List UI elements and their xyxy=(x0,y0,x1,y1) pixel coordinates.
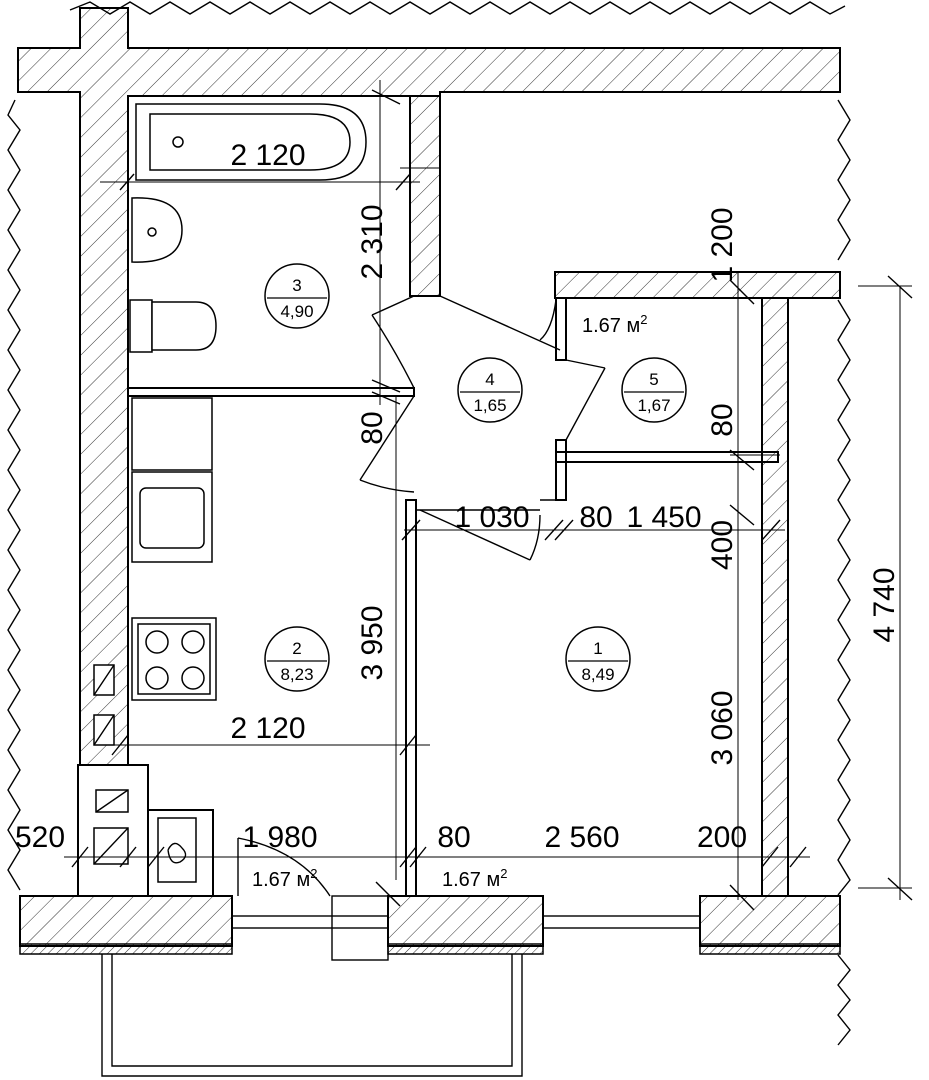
dimension-lines xyxy=(64,80,913,911)
windows-and-balcony xyxy=(101,895,701,1077)
dim-left-520: 520 xyxy=(15,821,65,854)
room-area: 1,65 xyxy=(473,396,506,415)
room-number: 4 xyxy=(485,370,494,389)
dim-door-1030: 1 030 xyxy=(454,501,529,534)
partitions xyxy=(77,297,779,897)
room-number: 1 xyxy=(593,639,602,658)
kitchen-area-label: 1.67 м2 xyxy=(252,866,317,891)
room-area: 4,90 xyxy=(280,302,313,321)
room-number: 5 xyxy=(649,370,658,389)
room-marker-5: 5 1,67 xyxy=(621,357,687,423)
room-marker-3: 3 4,90 xyxy=(264,263,330,329)
dim-closet-400: 400 xyxy=(706,520,739,570)
dim-wall-80-d: 80 xyxy=(437,821,470,854)
room-marker-2: 2 8,23 xyxy=(264,626,330,692)
area-superscript: 2 xyxy=(640,312,647,327)
dim-room-width: 2 560 xyxy=(544,821,619,854)
break-lines xyxy=(7,1,851,1046)
closet-area-label: 1.67 м2 xyxy=(582,312,647,337)
room-marker-1: 1 8,49 xyxy=(565,626,631,692)
room-area: 8,49 xyxy=(581,665,614,684)
dim-closet-width: 1 450 xyxy=(626,501,701,534)
fixtures xyxy=(93,103,367,883)
room-area-label: 1.67 м2 xyxy=(442,866,507,891)
room-marker-4: 4 1,65 xyxy=(457,357,523,423)
dim-wall-80-c: 80 xyxy=(579,501,612,534)
area-labels: 1.67 м2 1.67 м2 1.67 м2 xyxy=(252,312,647,891)
dim-partition-80-a: 80 xyxy=(356,411,389,444)
dim-bath-width: 2 120 xyxy=(230,139,305,172)
dim-kitchen-1980: 1 980 xyxy=(242,821,317,854)
dim-total-depth: 4 740 xyxy=(868,567,901,642)
dim-kitchen-depth: 3 950 xyxy=(356,605,389,680)
dim-closet-wall: 1 200 xyxy=(706,207,739,282)
room-area: 8,23 xyxy=(280,665,313,684)
room-number: 2 xyxy=(292,639,301,658)
dimension-labels: 2 120 2 310 1 200 80 80 1 030 80 1 450 4… xyxy=(15,139,901,854)
area-superscript: 2 xyxy=(310,866,317,881)
dim-bath-depth: 2 310 xyxy=(356,204,389,279)
room-area: 1,67 xyxy=(637,396,670,415)
dim-right-200: 200 xyxy=(697,821,747,854)
dim-kitchen-width: 2 120 xyxy=(230,712,305,745)
area-superscript: 2 xyxy=(500,866,507,881)
dim-partition-80-b: 80 xyxy=(706,403,739,436)
room-number: 3 xyxy=(292,276,301,295)
dim-room-depth: 3 060 xyxy=(706,690,739,765)
door-swings xyxy=(237,295,606,897)
